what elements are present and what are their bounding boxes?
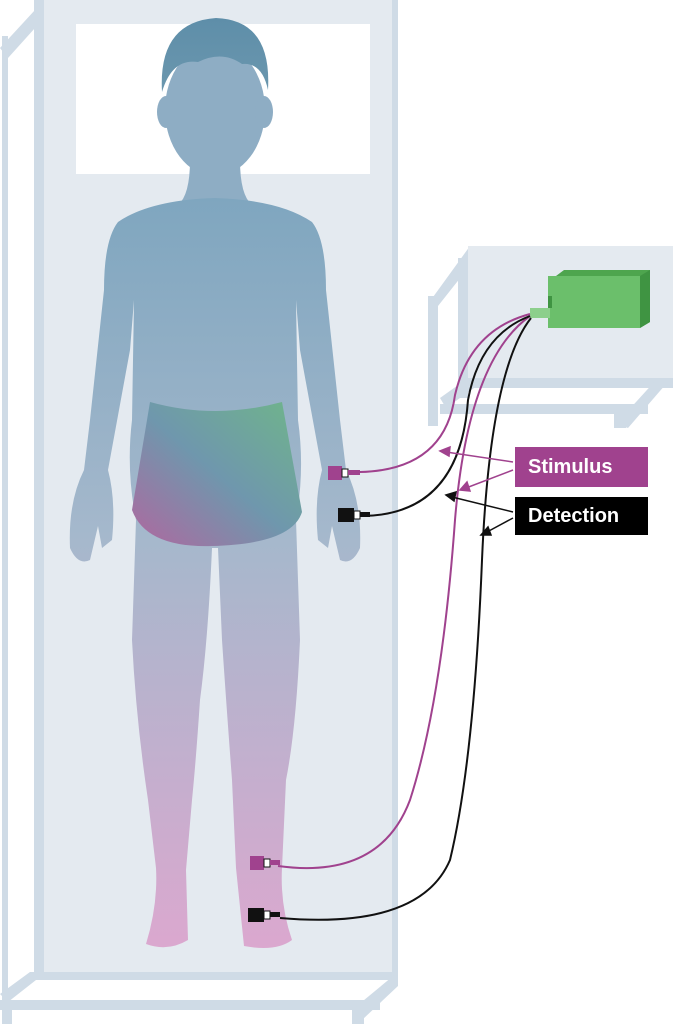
stimulus-cables (277, 313, 531, 870)
detection-cables (279, 315, 532, 921)
detection-electrode-foot (248, 908, 280, 922)
detection-arrows (444, 490, 514, 536)
stimulus-arrows (438, 445, 514, 492)
stimulus-electrode-ankle (250, 856, 280, 870)
patient-figure (69, 18, 361, 948)
detection-label: Detection (515, 497, 648, 535)
stimulus-label: Stimulus (515, 447, 648, 487)
stimulation-device (530, 270, 650, 328)
stimulus-electrode-wrist (328, 466, 360, 480)
detection-electrode-hand (338, 508, 370, 522)
